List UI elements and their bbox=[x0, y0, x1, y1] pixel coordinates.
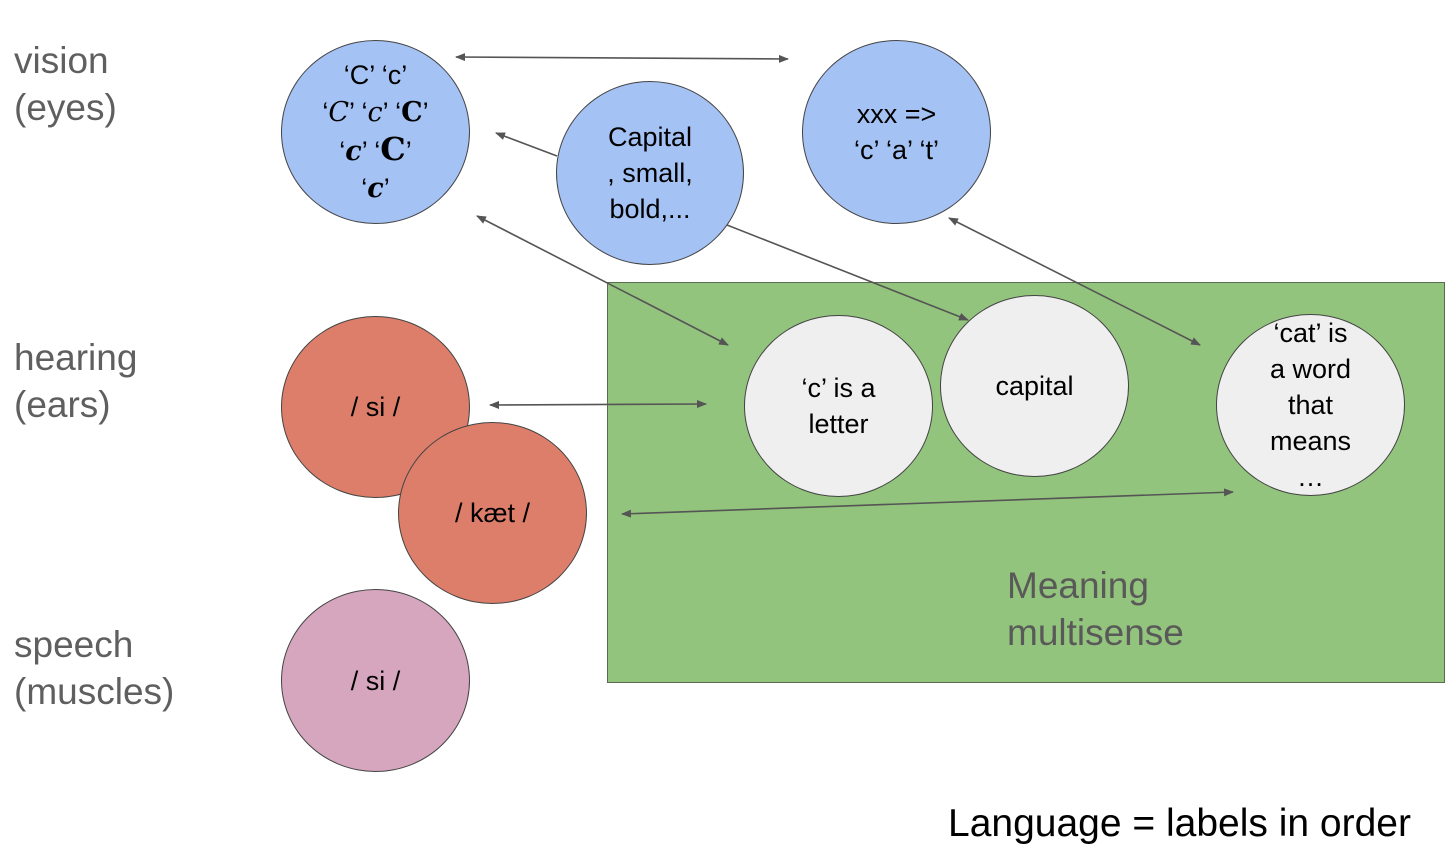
vision-word-node: xxx => ‘c’ ‘a’ ‘t’ bbox=[802, 40, 991, 224]
arrow-word-to-cat-meaning bbox=[948, 217, 1201, 346]
arrow-letters-to-word bbox=[455, 53, 789, 63]
row-label-hearing: hearing (ears) bbox=[14, 337, 138, 425]
vision-letters-text: ‘C’ ‘c’ ‘C’ ‘c’ ‘C’ ‘c’ ‘C’ ‘c’ bbox=[322, 57, 428, 207]
hearing-kaet-node: / kæt / bbox=[398, 422, 587, 604]
row-label-speech: speech (muscles) bbox=[14, 624, 175, 712]
vision-styles-text: Capital , small, bold,... bbox=[607, 122, 693, 224]
meaning-letter-text: ‘c’ is a letter bbox=[801, 373, 876, 439]
arrow-si-to-letter-meaning bbox=[489, 400, 707, 409]
hearing-kaet-text: / kæt / bbox=[454, 498, 530, 528]
hearing-si-text: / si / bbox=[350, 392, 401, 422]
meaning-capital-text: capital bbox=[995, 371, 1074, 401]
arrow-letters-to-letter-meaning bbox=[476, 215, 729, 346]
meaning-letter-node: ‘c’ is a letter bbox=[744, 315, 933, 497]
row-label-vision: vision (eyes) bbox=[14, 40, 117, 128]
arrow-styles-to-letters bbox=[495, 132, 558, 157]
speech-si-node: / si / bbox=[281, 589, 470, 772]
meaning-box-label: Meaning multisense bbox=[1007, 565, 1184, 653]
meaning-word-text: ‘cat’ is a word that means … bbox=[1269, 318, 1352, 492]
vision-letters-line4: ‘c’ bbox=[361, 173, 390, 204]
arrow-kaet-to-cat-meaning bbox=[621, 488, 1234, 518]
meaning-word-node: ‘cat’ is a word that means … bbox=[1216, 314, 1405, 496]
footer-caption: Language = labels in order bbox=[948, 802, 1411, 845]
vision-word-text: xxx => ‘c’ ‘a’ ‘t’ bbox=[853, 99, 939, 165]
vision-letters-node: ‘C’ ‘c’ ‘C’ ‘c’ ‘C’ ‘c’ ‘C’ ‘c’ bbox=[281, 40, 470, 224]
speech-si-text: / si / bbox=[350, 665, 401, 696]
vision-letters-line1: ‘C’ ‘c’ bbox=[343, 60, 408, 90]
arrow-styles-to-capital bbox=[726, 224, 969, 321]
vision-letters-line3: ‘c’ ‘C’ bbox=[339, 130, 412, 168]
vision-letters-line2: ‘C’ ‘c’ ‘C’ bbox=[322, 97, 429, 128]
